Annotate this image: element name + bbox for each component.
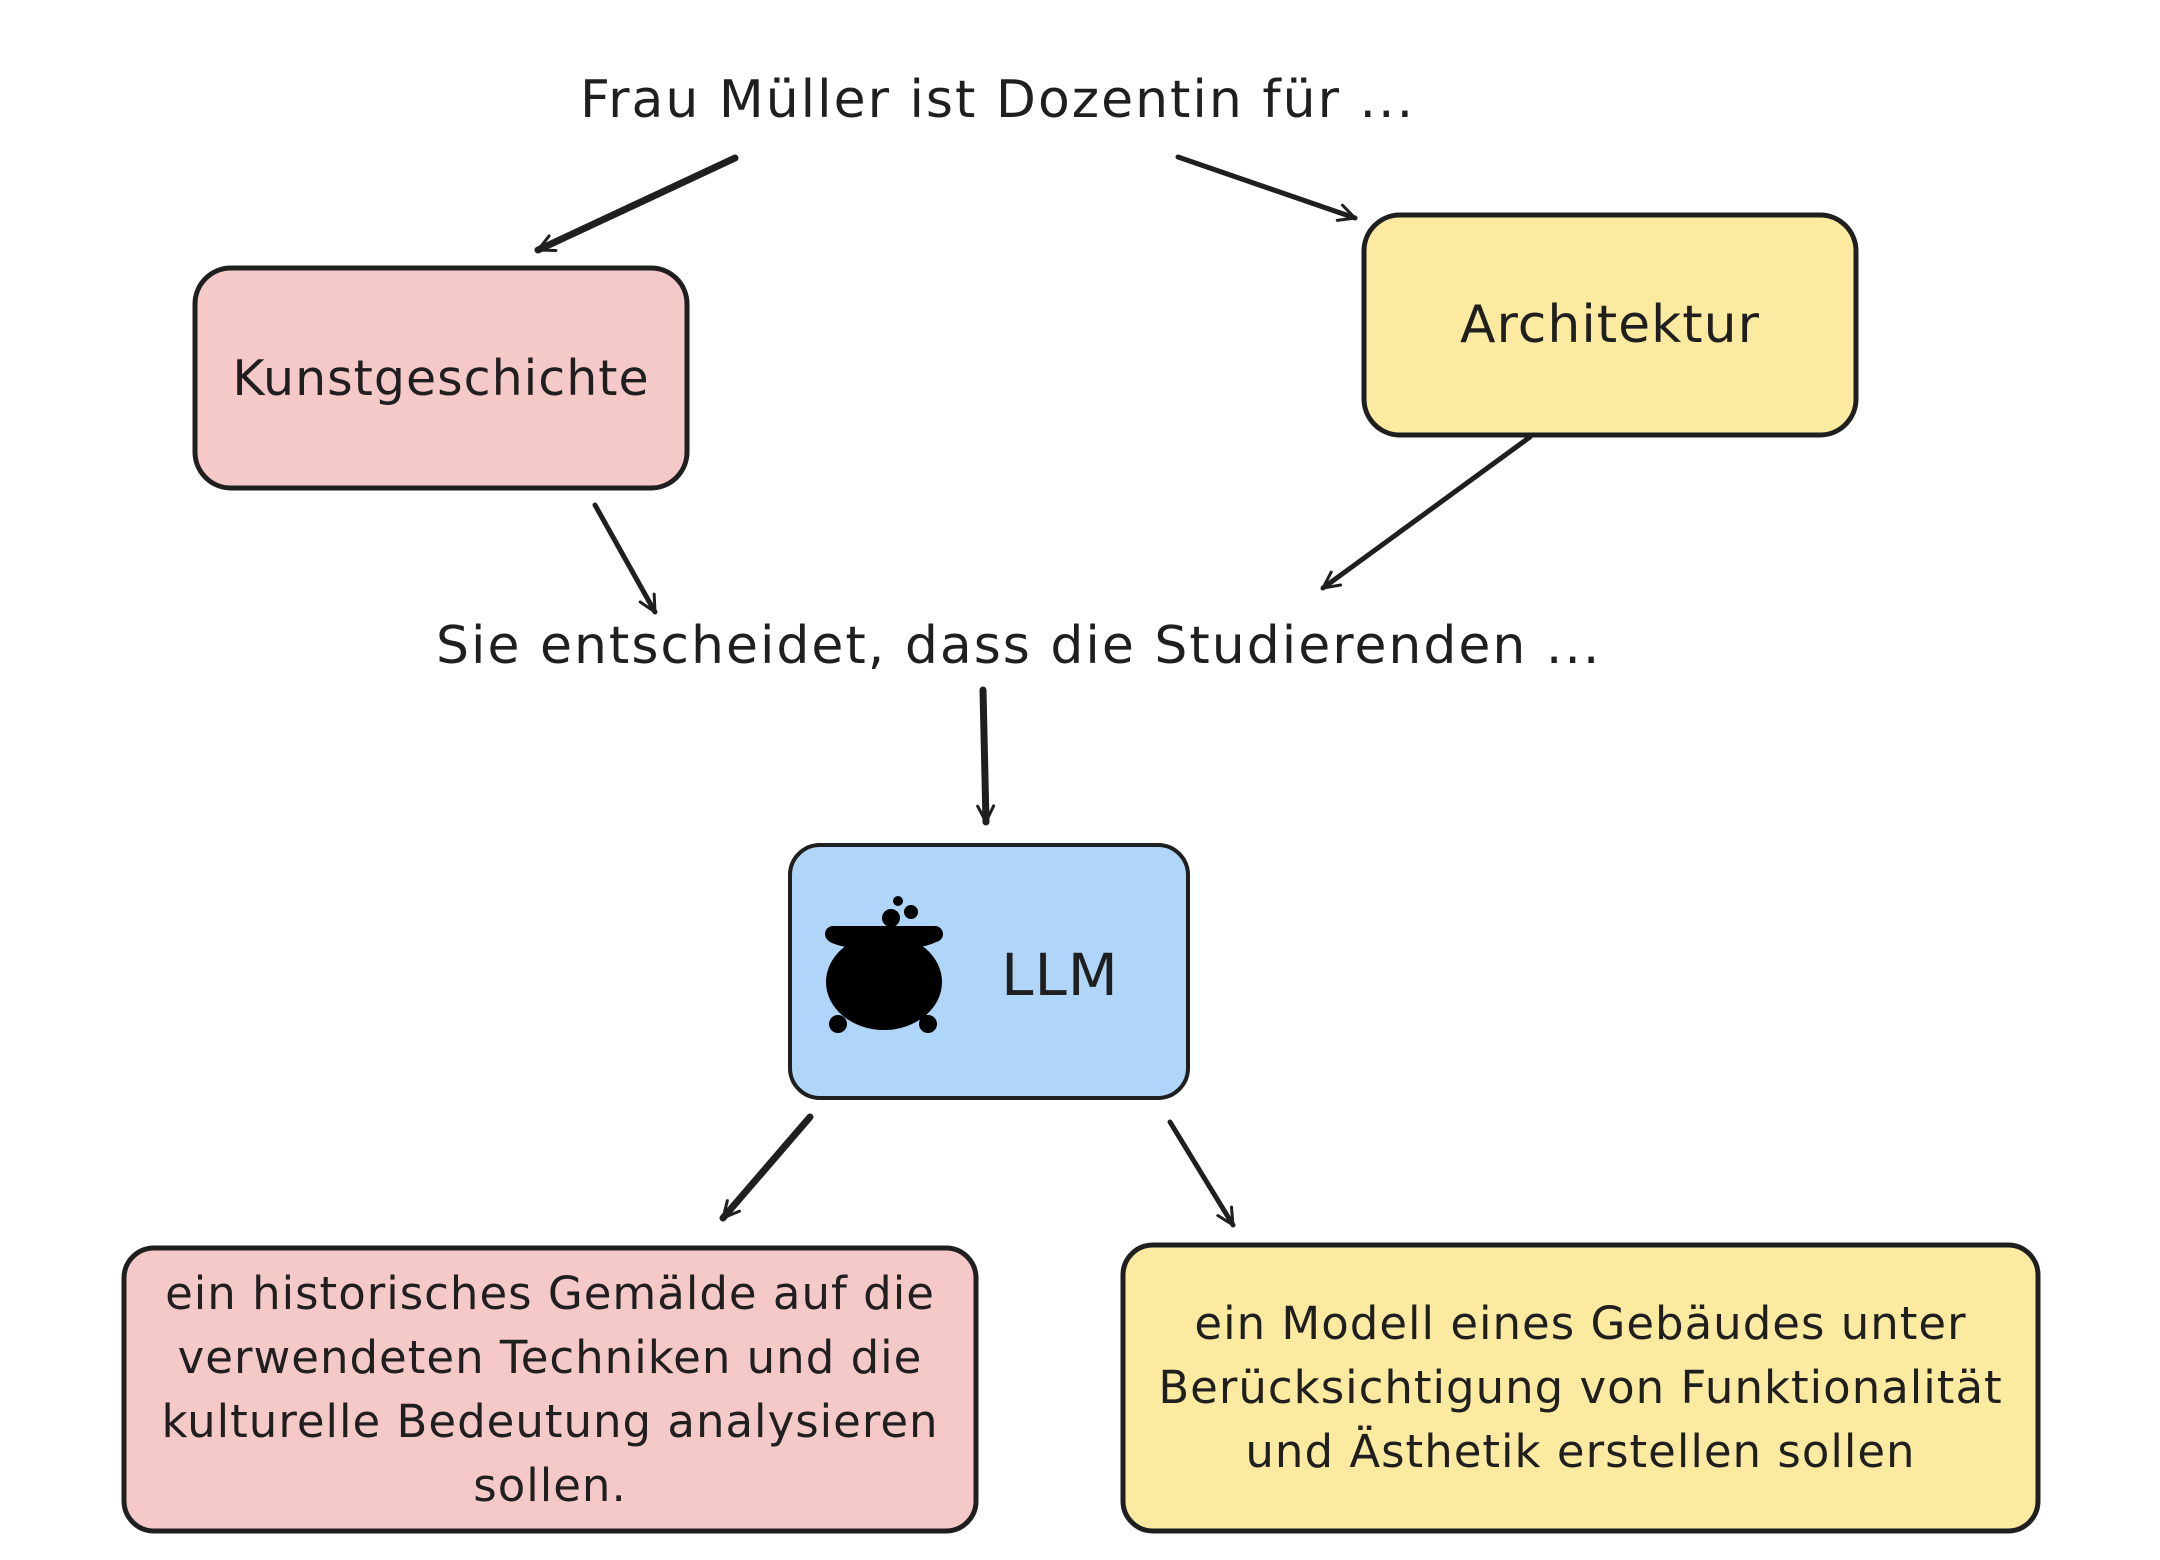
llm-box	[788, 843, 1190, 1100]
arrow-decision-to-llm	[976, 686, 996, 826]
architecture-task-line: Berücksichtigung von Funktionalität	[1158, 1361, 2003, 1414]
decision-label: Sie entscheidet, dass die Studierenden .…	[436, 616, 1602, 676]
architecture-task-line: ein Modell eines Gebäudes unter	[1194, 1297, 1967, 1350]
arrow-architecture-to-decision	[1320, 434, 1533, 591]
architecture-task-box	[1120, 1242, 2041, 1534]
arrow-llm-to-architecture-task	[1167, 1119, 1236, 1228]
art-task-line: kulturelle Bedeutung analysieren	[161, 1394, 939, 1448]
art-task-line: ein historisches Gemälde auf die	[165, 1266, 935, 1320]
arrow-to-art-history	[534, 154, 739, 254]
art-task-text: ein historisches Gemälde auf die verwend…	[124, 1248, 976, 1531]
arrow-to-architecture	[1175, 154, 1358, 222]
arrow-llm-to-art-task	[719, 1113, 814, 1222]
top-label: Frau Müller ist Dozentin für ...	[580, 70, 1416, 130]
art-task-line: sollen.	[473, 1458, 627, 1512]
art-history-box	[192, 265, 690, 491]
architecture-task-text: ein Modell eines Gebäudes unter Berücksi…	[1123, 1245, 2038, 1531]
art-task-line: verwendeten Techniken und die	[177, 1330, 923, 1384]
cauldron-icon	[825, 896, 943, 1033]
art-history-label: Kunstgeschichte	[232, 349, 650, 407]
llm-label: LLM	[1001, 941, 1119, 1009]
art-task-box	[121, 1245, 979, 1534]
architecture-box	[1361, 212, 1859, 438]
architecture-task-line: und Ästhetik erstellen sollen	[1245, 1425, 1916, 1478]
arrow-art-history-to-decision	[592, 502, 658, 615]
architecture-label: Architektur	[1459, 295, 1761, 355]
